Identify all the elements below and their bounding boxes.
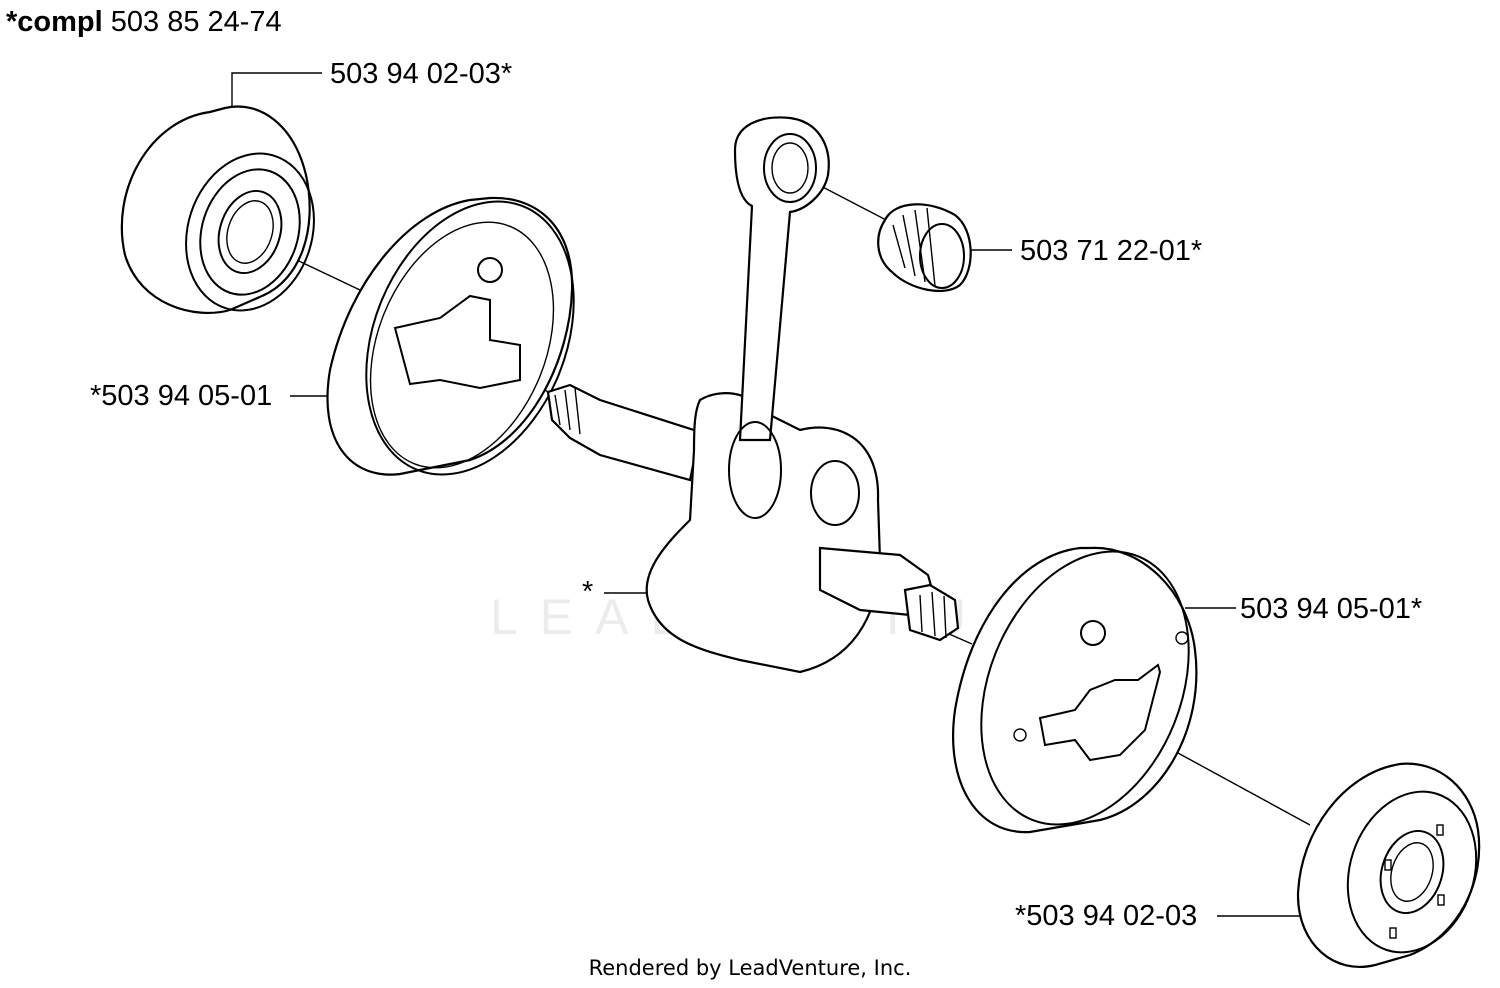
leader-bearing-top [231,72,322,108]
callout-flywheel-right: 503 94 05-01* [1240,593,1423,625]
assembly-header-prefix: *compl [6,6,103,38]
ball-bearing-top [120,105,315,314]
callout-bearing-top: 503 94 02-03* [330,58,513,90]
callout-flywheel-left: *503 94 05-01 [90,380,273,412]
callout-bearing-bottom: *503 94 02-03 [1015,900,1198,932]
callout-crankshaft: * [582,576,594,608]
ball-bearing-bottom [1296,762,1481,968]
flywheel-right [952,546,1198,834]
assembly-part-number: 503 85 24-74 [110,6,282,38]
flywheel-left [326,196,575,476]
callout-needle-bearing: 503 71 22-01* [1020,235,1203,267]
assembly-header: *compl 503 85 24-74 [6,8,282,37]
crankshaft [546,116,960,674]
needle-bearing [877,203,972,293]
footer-credit: Rendered by LeadVenture, Inc. [588,956,912,980]
